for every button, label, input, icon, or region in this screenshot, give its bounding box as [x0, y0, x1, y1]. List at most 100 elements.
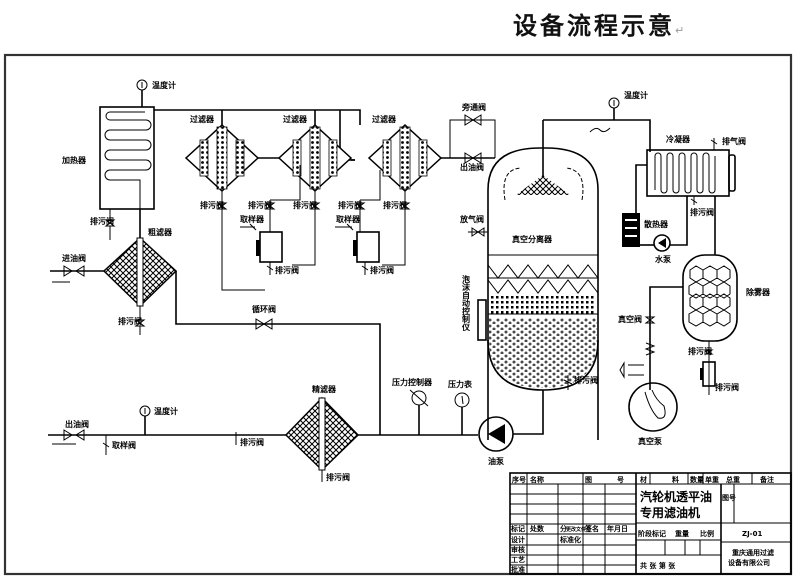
coarse-filter-label: 粗滤器 — [148, 227, 173, 237]
foam-controller — [477, 299, 487, 341]
thermometer-label: 温度计 — [624, 90, 648, 100]
tank-drain-label: 排污阀 — [574, 375, 598, 385]
pressure-controller-label: 压力控制器 — [392, 377, 433, 387]
title-block-header: 序号 — [511, 475, 526, 484]
drain-valve-label: 排污阀 — [240, 437, 264, 447]
filter-2-label: 过滤器 — [283, 114, 308, 124]
role-label: 工艺 — [511, 555, 525, 564]
bypass-valve-icon — [464, 114, 482, 126]
sampler-1 — [240, 223, 283, 275]
title-block-header: 总重 — [726, 475, 740, 484]
vacuum-pump-label: 真空泵 — [638, 436, 662, 446]
pressure-gauge-label: 压力表 — [448, 379, 473, 389]
title-block — [509, 472, 792, 575]
vacuum-valve-icon — [644, 316, 656, 324]
stage-mark-label: 阶段标记 — [638, 529, 666, 538]
role-label: 审核 — [511, 545, 525, 554]
sample-valve-label: 取样阀 — [112, 440, 136, 450]
drain-valve-label: 排污阀 — [326, 472, 350, 482]
title-block-header: 数量 — [690, 475, 704, 484]
revision-header: 标记 — [510, 524, 525, 533]
exhaust-arrow-icon — [619, 361, 644, 379]
thermometer-label: 温度计 — [152, 80, 176, 90]
water-pump-label: 水泵 — [654, 254, 671, 264]
inlet-valve-icon — [63, 265, 85, 277]
drain-valve-label: 排污阀 — [293, 200, 317, 210]
role-label: 批准 — [511, 565, 525, 574]
vacuum-separator-label: 真空分离器 — [512, 234, 553, 244]
filter-drain-valves — [216, 165, 411, 291]
company-line1: 重庆通用过滤 — [732, 548, 774, 557]
revision-header: 处数 — [529, 524, 545, 533]
vent-valve-label: 放气阀 — [459, 214, 484, 224]
vacuum-valve-label: 真空阀 — [618, 314, 642, 324]
role-label: 设计 — [511, 535, 525, 544]
drain-valve-label: 排污阀 — [383, 200, 407, 210]
vent-valve-icon — [468, 227, 488, 237]
sheet-count: 共 张 第 张 — [640, 561, 676, 570]
fine-filter — [284, 396, 360, 472]
sampler-label: 取样器 — [240, 214, 265, 224]
thermometer-icon — [139, 405, 151, 435]
thermometer-icon — [136, 79, 148, 107]
drain-valve-icon — [104, 209, 116, 240]
thermometer-label: 温度计 — [154, 406, 178, 416]
exhaust-valve-icon — [710, 138, 718, 150]
condenser-label: 冷凝器 — [666, 134, 691, 144]
pressure-gauge — [454, 392, 470, 435]
drain-valve-label: 排污阀 — [248, 200, 272, 210]
thermometer-icon — [608, 97, 620, 120]
inlet-valve-label: 进油阀 — [62, 253, 86, 263]
title-block-header: 名称 — [530, 475, 544, 484]
pressure-controller — [409, 389, 429, 435]
drain-valve-label: 排污阀 — [90, 216, 114, 226]
flexible-hose-icon — [589, 127, 611, 133]
paragraph-mark-icon: ↵ — [675, 24, 685, 37]
document-title: 设备流程示意↵ — [513, 6, 684, 41]
drawing-frame — [3, 53, 793, 576]
product-name-line2: 专用滤油机 — [640, 505, 700, 520]
outlet-valve-bottom-label: 出油阀 — [65, 419, 89, 429]
filter-1 — [184, 123, 260, 193]
drain-valve-label: 排污阀 — [715, 382, 739, 392]
sampler-label: 取样器 — [336, 214, 361, 224]
oil-pump-label: 油泵 — [488, 456, 504, 466]
outlet-valve-label: 出油阀 — [460, 162, 484, 172]
demister — [682, 254, 738, 342]
revision-header: 年月日 — [607, 524, 628, 533]
drain-valve-label: 排污阀 — [275, 265, 299, 275]
flexible-hose-icon — [644, 342, 656, 356]
filter-1-label: 过滤器 — [190, 114, 215, 124]
sample-valve-icon — [102, 435, 110, 455]
filter-2 — [277, 123, 353, 193]
revision-header: 更改文件号 — [566, 526, 591, 533]
heater — [99, 106, 155, 210]
circulation-valve-label: 循环阀 — [251, 304, 276, 314]
title-block-header: 料 — [672, 475, 679, 484]
condenser — [646, 149, 736, 197]
exhaust-valve-label: 排气阀 — [722, 136, 746, 146]
vacuum-separator-tank — [487, 120, 599, 440]
drain-valve-label: 排污阀 — [370, 265, 394, 275]
drain-valve-label: 排污阀 — [688, 346, 712, 356]
sampler-3 — [700, 361, 716, 387]
heater-label: 加热器 — [61, 155, 87, 165]
drawing-no-label: 图号 — [722, 493, 736, 502]
filter-3-label: 过滤器 — [372, 114, 397, 124]
company-line2: 设备有限公司 — [728, 558, 770, 567]
title-text: 设备流程示意 — [513, 12, 675, 40]
title-block-header: 备注 — [759, 475, 774, 484]
filter-3 — [367, 123, 443, 193]
foam-controller-label: 泡沫自动控制仪 — [461, 274, 471, 332]
title-block-header: 图 — [585, 475, 592, 484]
circulation-valve-icon — [255, 318, 273, 330]
drain-valve-label: 排污阀 — [118, 316, 142, 326]
title-block-header: 单重 — [705, 475, 719, 484]
radiator-label: 散热器 — [644, 219, 669, 229]
oil-pump — [478, 416, 514, 452]
drain-valve-label: 排污阀 — [690, 207, 714, 217]
sampler-2 — [335, 223, 380, 275]
radiator — [622, 213, 640, 247]
demister-label: 除雾器 — [746, 287, 771, 297]
